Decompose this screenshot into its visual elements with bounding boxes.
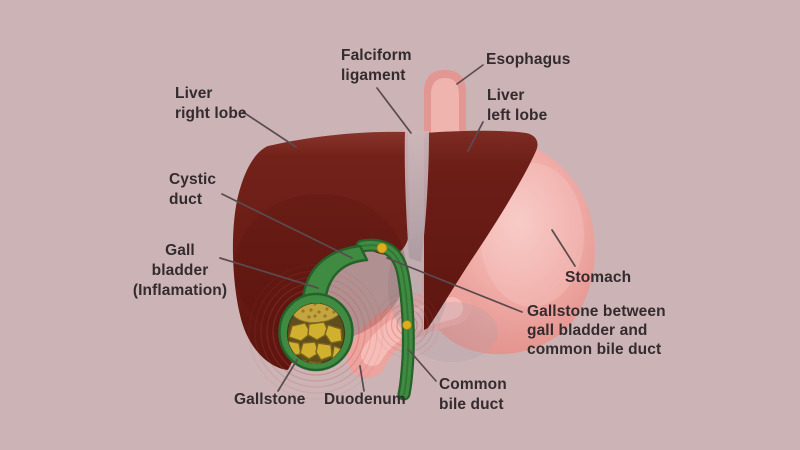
shadow-under-liver	[406, 302, 498, 362]
label-falciform-ligament: Falciform ligament	[341, 47, 412, 84]
label-gallstone-between: Gallstone between gall bladder and commo…	[527, 303, 666, 358]
leader-gall-bladder	[219, 257, 319, 289]
leader-stomach	[551, 229, 576, 267]
leader-liver-right-lobe	[242, 111, 297, 148]
leader-gallstone	[277, 359, 298, 392]
label-gallstone: Gallstone	[234, 391, 306, 408]
leader-liver-left-lobe	[467, 121, 484, 152]
liver-left-lobe-shape	[424, 130, 538, 330]
label-duodenum: Duodenum	[324, 391, 406, 408]
label-liver-right-lobe: Liver right lobe	[175, 85, 247, 122]
leader-cystic-duct	[221, 193, 353, 259]
label-cystic-duct: Cystic duct	[169, 171, 217, 208]
falciform-ligament-shape	[404, 131, 429, 262]
leader-common-bile-duct	[407, 348, 437, 382]
gallstone-dot-junction	[376, 242, 388, 254]
label-stomach: Stomach	[565, 269, 632, 286]
leader-gallstone-between	[386, 257, 523, 313]
common-bile-duct-shape	[355, 238, 415, 401]
label-gall-bladder: Gall bladder (Inflamation)	[132, 242, 228, 299]
leader-esophagus	[456, 64, 484, 85]
label-liver-left-lobe: Liver left lobe	[487, 87, 548, 124]
gallstone-dot-bile-duct	[402, 320, 412, 330]
label-common-bile-duct: Common bile duct	[439, 376, 507, 413]
leader-duodenum	[359, 365, 365, 392]
leader-lines	[219, 64, 576, 392]
leader-falciform-ligament	[376, 87, 412, 134]
label-esophagus: Esophagus	[486, 51, 571, 68]
cystic-duct-shape	[301, 244, 369, 305]
